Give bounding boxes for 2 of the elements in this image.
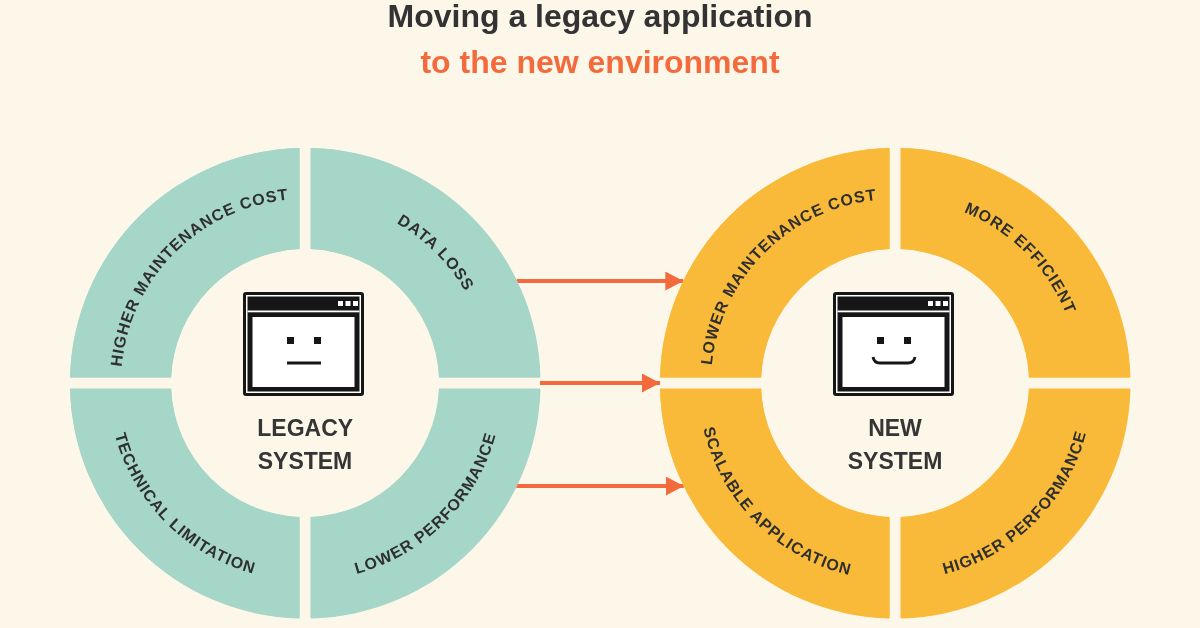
title: Moving a legacy application bbox=[387, 0, 813, 32]
subtitle: to the new environment bbox=[420, 44, 780, 80]
